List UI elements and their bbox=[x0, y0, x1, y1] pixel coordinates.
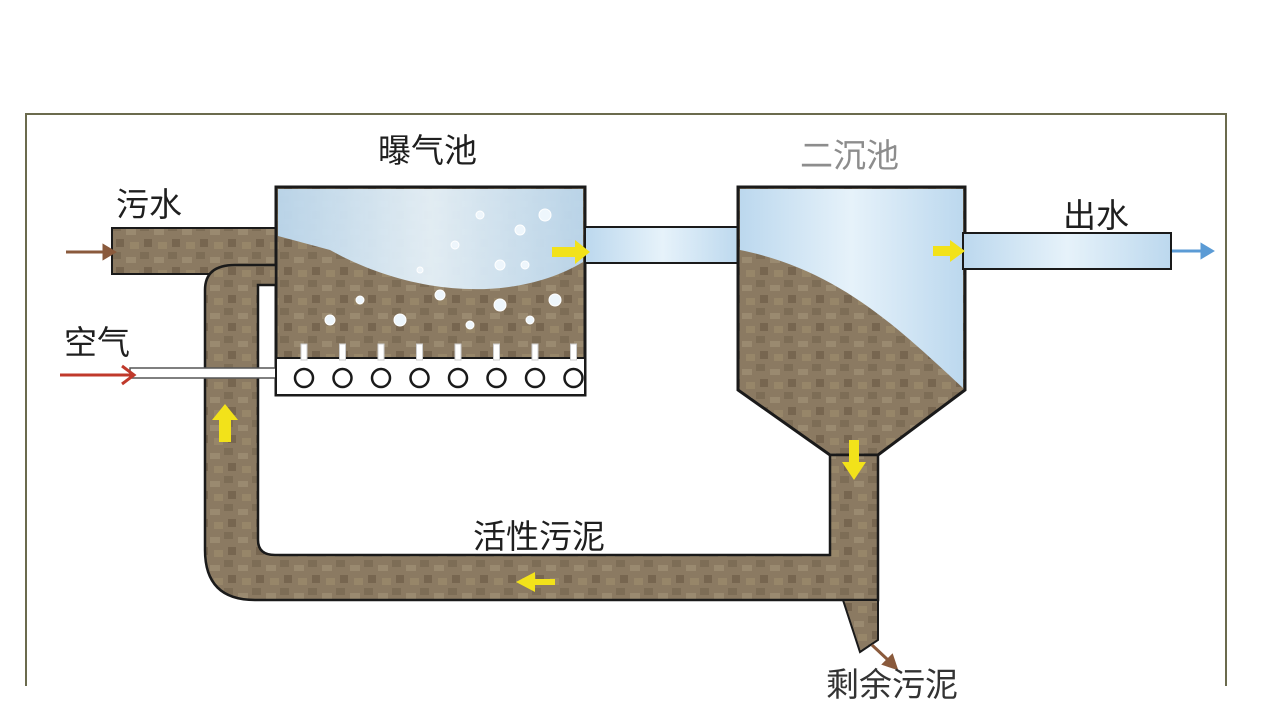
flow-arrow-down bbox=[842, 440, 866, 480]
diffuser-stem bbox=[493, 343, 500, 361]
diffuser-nozzle bbox=[486, 367, 507, 389]
diffuser-stem bbox=[454, 343, 462, 361]
diffuser-nozzle bbox=[293, 367, 315, 389]
aeration-tank-label: 曝气池 bbox=[378, 131, 477, 170]
diffuser-nozzle bbox=[409, 367, 430, 389]
diffuser-nozzle bbox=[524, 367, 546, 389]
transfer-channel bbox=[584, 226, 741, 264]
diffuser-stem bbox=[570, 343, 577, 361]
activated-sludge-process-diagram bbox=[25, 113, 1227, 686]
aeration-tank-water bbox=[278, 189, 583, 290]
diffuser-group bbox=[293, 343, 584, 389]
excess-sludge-arrow bbox=[870, 643, 899, 671]
diffuser-stem bbox=[300, 343, 308, 361]
outlet-arrow bbox=[1172, 242, 1215, 260]
activated-sludge-label: 活性污泥 bbox=[473, 517, 605, 556]
diffuser-header bbox=[275, 357, 586, 396]
flow-arrow-right-clarifier bbox=[933, 240, 965, 262]
diagram-frame bbox=[25, 113, 1227, 686]
diffuser-stem bbox=[531, 343, 539, 361]
diffuser-stem bbox=[416, 343, 423, 361]
flow-arrow-right-aeration bbox=[552, 240, 590, 264]
excess-sludge-pipe bbox=[841, 599, 879, 654]
diffuser-stem bbox=[339, 343, 346, 361]
clarifier-water bbox=[740, 189, 963, 388]
air-label: 空气 bbox=[64, 323, 130, 362]
diffuser-stem bbox=[377, 343, 385, 361]
flow-arrow-left bbox=[516, 572, 555, 592]
air-bubbles bbox=[324, 208, 562, 330]
secondary-clarifier-label: 二沉池 bbox=[800, 136, 899, 175]
diffuser-nozzle bbox=[447, 367, 469, 389]
flow-arrows bbox=[212, 240, 965, 592]
effluent-label: 出水 bbox=[1063, 196, 1129, 235]
return-sludge-pipe bbox=[203, 263, 880, 602]
air-line bbox=[129, 367, 277, 379]
diffuser-nozzle bbox=[370, 367, 392, 389]
air-arrow bbox=[60, 364, 137, 386]
inlet-arrow bbox=[66, 243, 117, 261]
sewage-label: 污水 bbox=[116, 185, 182, 224]
excess-sludge-label: 剩余污泥 bbox=[826, 665, 958, 704]
diffuser-nozzle bbox=[563, 367, 584, 389]
diffuser-nozzle bbox=[332, 367, 353, 389]
outlet-pipe bbox=[962, 232, 1172, 270]
flow-arrow-up bbox=[212, 404, 238, 442]
